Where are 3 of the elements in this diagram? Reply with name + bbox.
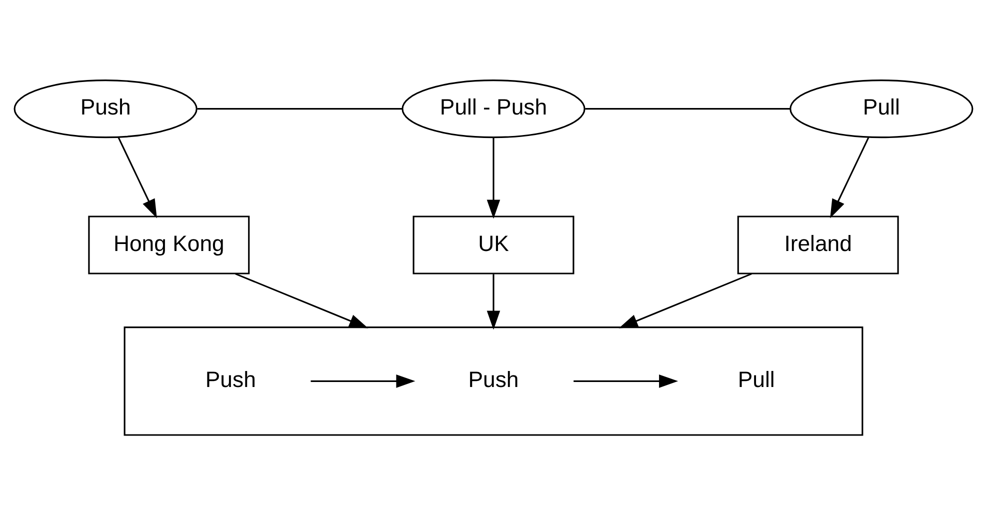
node-text: Pull	[738, 366, 775, 392]
node-text: Push	[468, 366, 519, 392]
node-text: Push	[205, 366, 256, 392]
